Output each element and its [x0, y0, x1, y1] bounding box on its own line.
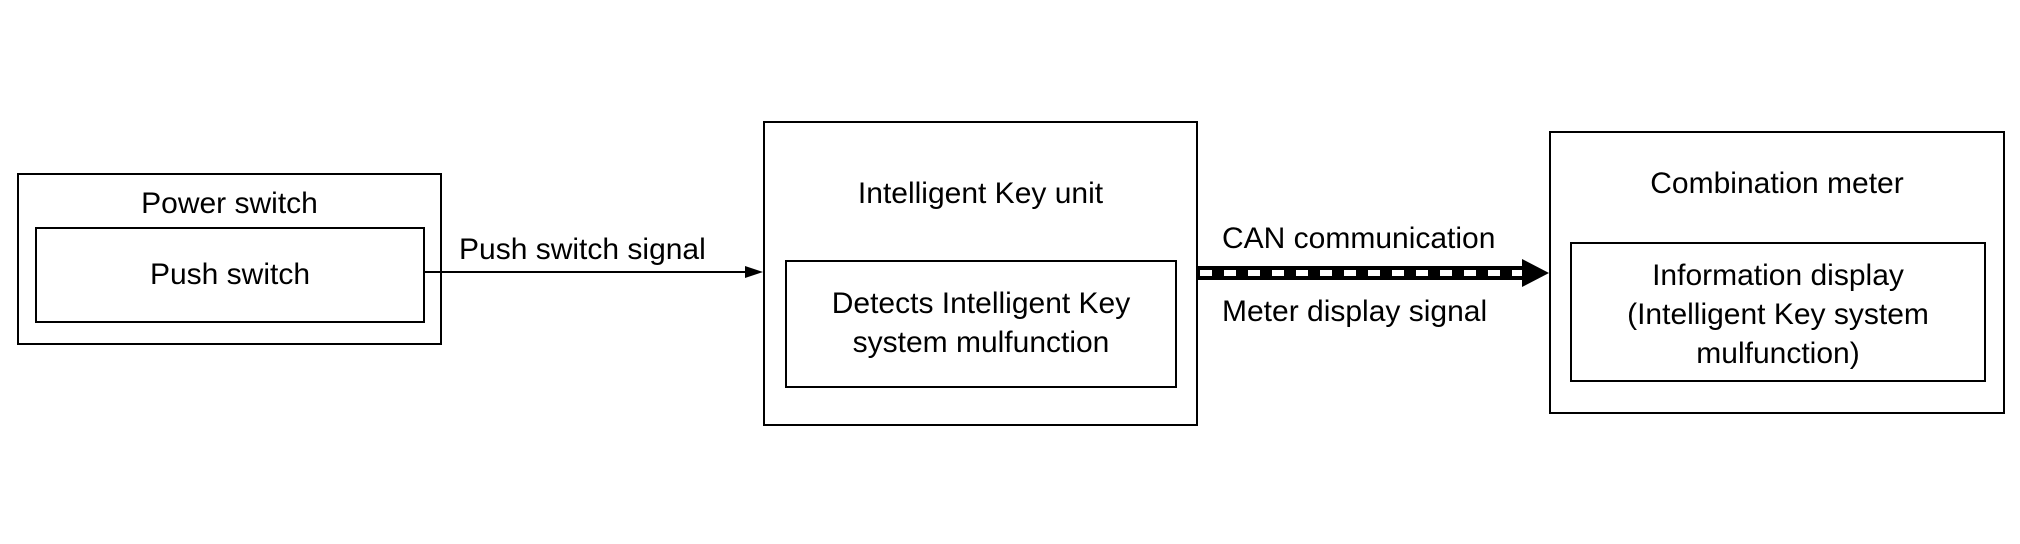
- push-switch-signal-arrowhead: [745, 266, 763, 278]
- push-switch-block: Push switch: [35, 227, 425, 323]
- power-switch-block: Power switch Push switch: [17, 173, 442, 345]
- information-display-line-2: (Intelligent Key system: [1627, 298, 1929, 331]
- information-display-line-3: mulfunction): [1696, 337, 1860, 370]
- meter-display-signal-label: Meter display signal: [1222, 295, 1488, 328]
- information-display-text: Information display (Intelligent Key sys…: [1572, 256, 1984, 373]
- push-switch-label: Push switch: [149, 258, 311, 291]
- combination-meter-title: Combination meter: [1650, 167, 1904, 200]
- intelligent-key-unit-block: Intelligent Key unit Detects Intelligent…: [763, 121, 1198, 426]
- push-switch-signal-label: Push switch signal: [459, 233, 706, 266]
- detects-malfunction-text: Detects Intelligent Key system mulfuncti…: [787, 284, 1175, 362]
- can-communication-label: CAN communication: [1222, 222, 1496, 255]
- detects-malfunction-line-2: system mulfunction: [852, 326, 1110, 359]
- detects-malfunction-block: Detects Intelligent Key system mulfuncti…: [785, 260, 1177, 388]
- information-display-line-1: Information display: [1652, 259, 1904, 292]
- combination-meter-block: Combination meter Information display (I…: [1549, 131, 2005, 414]
- information-display-block: Information display (Intelligent Key sys…: [1570, 242, 1986, 382]
- power-switch-title: Power switch: [141, 187, 318, 220]
- intelligent-key-unit-title: Intelligent Key unit: [857, 177, 1104, 210]
- can-bus-arrowhead: [1522, 259, 1549, 287]
- detects-malfunction-line-1: Detects Intelligent Key: [831, 287, 1131, 320]
